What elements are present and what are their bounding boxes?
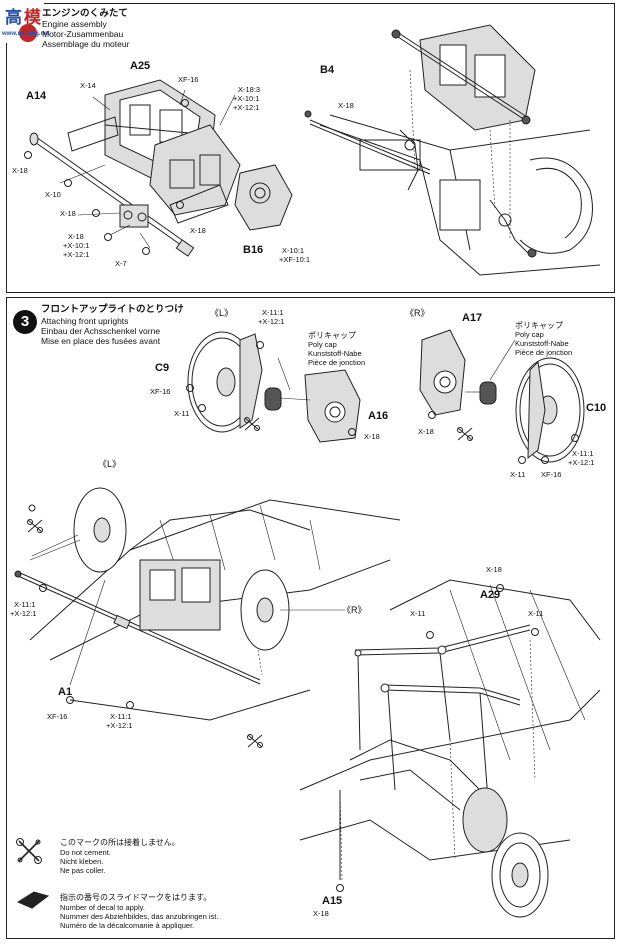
screw-x18c-step3: X-18 bbox=[486, 565, 502, 574]
screw-x11b: X-11 bbox=[510, 470, 526, 479]
decal-icon bbox=[16, 891, 50, 909]
screw-x10-1b: +X-10:1 bbox=[63, 241, 90, 250]
screw-x10-1c: X-10:1 bbox=[282, 246, 305, 255]
screw-xf10-1: +XF-10:1 bbox=[279, 255, 311, 264]
polycap-right-jp: ポリキャップ bbox=[515, 321, 563, 330]
polycap-right-de: Kunststoff-Nabe bbox=[515, 339, 569, 348]
screw-x18a: X-18 bbox=[12, 166, 28, 175]
screw-x10: X-10 bbox=[45, 190, 61, 199]
left-tag: 《L》 bbox=[210, 308, 234, 318]
screw-x11c: X-11 bbox=[410, 609, 426, 618]
left-upright-exploded-diagram bbox=[186, 331, 361, 443]
screw-x11-1d: X-11:1 bbox=[110, 712, 132, 721]
legend-nocement-fr: Ne pas coller. bbox=[60, 866, 106, 875]
screw-x12-1b: +X-12:1 bbox=[568, 458, 595, 467]
part-label-a17: A17 bbox=[462, 312, 483, 324]
screw-x11-1b: X-11:1 bbox=[572, 449, 594, 458]
right-tag: 《R》 bbox=[405, 308, 430, 318]
screw-x10-1a: +X-10:1 bbox=[233, 94, 260, 103]
screw-x12-1c: +X-12:1 bbox=[10, 609, 37, 618]
polycap-right-fr: Pièce de jonction bbox=[515, 348, 573, 357]
step2-title-jp: エンジンのくみたて bbox=[42, 8, 128, 19]
screw-x7: X-7 bbox=[115, 259, 127, 268]
part-label-b4: B4 bbox=[320, 64, 335, 76]
svg-text:模: 模 bbox=[24, 7, 42, 28]
left-tag-2: 《L》 bbox=[98, 459, 122, 469]
screw-x14: X-14 bbox=[80, 81, 96, 90]
screw-x11a: X-11 bbox=[174, 409, 190, 418]
screw-x12-1a: +X-12:1 bbox=[233, 103, 260, 112]
part-label-c9: C9 bbox=[155, 362, 170, 374]
screw-x12-1a: +X-12:1 bbox=[258, 317, 285, 326]
screw-x12-1d: +X-12:1 bbox=[106, 721, 133, 730]
step2-title-fr: Assemblage du moteur bbox=[42, 39, 130, 49]
watermark-logo-icon: 高 模 bbox=[4, 3, 44, 43]
screw-x18e: X-18 bbox=[338, 101, 354, 110]
screw-x18d: X-18 bbox=[190, 226, 206, 235]
screw-xf16c: XF-16 bbox=[47, 712, 68, 721]
svg-text:高: 高 bbox=[5, 7, 22, 28]
screw-x11-1a: X-11:1 bbox=[262, 308, 284, 317]
part-label-a25: A25 bbox=[130, 60, 151, 72]
no-cement-icon bbox=[16, 838, 42, 864]
step3-title-en: Attaching front uprights bbox=[41, 316, 129, 326]
legend-nocement-jp: このマークの所は接着しません。 bbox=[60, 838, 180, 847]
legend-decal-fr: Numéro de la décalcomanie à appliquer. bbox=[60, 921, 195, 930]
screw-xf16: XF-16 bbox=[178, 75, 199, 84]
screw-xf16a: XF-16 bbox=[150, 387, 171, 396]
polycap-left-en: Poly cap bbox=[308, 340, 337, 349]
step3-title-fr: Mise en place des fusées avant bbox=[41, 336, 161, 346]
part-label-c10: C10 bbox=[586, 402, 607, 414]
legend-decal-de: Nummer des Abziehbildes, das anzubringen… bbox=[60, 912, 219, 921]
legend-nocement-de: Nicht kleben. bbox=[60, 857, 104, 866]
part-label-a14: A14 bbox=[26, 90, 47, 102]
part-label-a1: A1 bbox=[58, 686, 73, 698]
front-upright-chassis-diagram bbox=[14, 487, 601, 918]
part-label-a16: A16 bbox=[368, 410, 389, 422]
chassis-engine-install-diagram bbox=[304, 24, 601, 276]
part-label-b16: B16 bbox=[243, 244, 264, 256]
step2-title-en: Engine assembly bbox=[42, 19, 107, 29]
screw-x12-1b: +X-12:1 bbox=[63, 250, 90, 259]
polycap-left-fr: Pièce de jonction bbox=[308, 358, 366, 367]
polycap-left-jp: ポリキャップ bbox=[308, 331, 356, 340]
legend-nocement-en: Do not cement. bbox=[60, 848, 111, 857]
screw-xf16b: XF-16 bbox=[541, 470, 562, 479]
part-label-a15: A15 bbox=[322, 895, 343, 907]
part-label-a29: A29 bbox=[480, 589, 501, 601]
watermark-site: www.moxing.net bbox=[2, 31, 50, 37]
screw-x18a-step3: X-18 bbox=[364, 432, 380, 441]
right-upright-exploded-diagram bbox=[419, 329, 585, 464]
screw-x18b-step3: X-18 bbox=[418, 427, 434, 436]
step3-number: 3 bbox=[13, 310, 37, 334]
step3-title-jp: フロントアップライトのとりつけ bbox=[41, 304, 184, 315]
engine-exploded-diagram bbox=[24, 79, 293, 257]
screw-x18-3: X-18:3 bbox=[238, 85, 261, 94]
step2-title-de: Motor-Zusammenbau bbox=[42, 29, 124, 39]
screw-x18d-step3: X-18 bbox=[313, 909, 329, 918]
watermark-logo: 高 模 www.moxing.net bbox=[2, 3, 49, 43]
screw-x18c: X-18 bbox=[68, 232, 84, 241]
right-tag-2: 《R》 bbox=[342, 605, 367, 615]
screw-x18b: X-18 bbox=[60, 209, 76, 218]
legend-decal-en: Number of decal to apply. bbox=[60, 903, 145, 912]
step3-title-de: Einbau der Achsschenkel vorne bbox=[41, 326, 161, 336]
legend-decal-jp: 指示の番号のスライドマークをはります。 bbox=[60, 893, 212, 902]
screw-x11d: X-11 bbox=[528, 609, 544, 618]
polycap-right-en: Poly cap bbox=[515, 330, 544, 339]
polycap-left-de: Kunststoff-Nabe bbox=[308, 349, 362, 358]
screw-x11-1c: X-11:1 bbox=[14, 600, 36, 609]
